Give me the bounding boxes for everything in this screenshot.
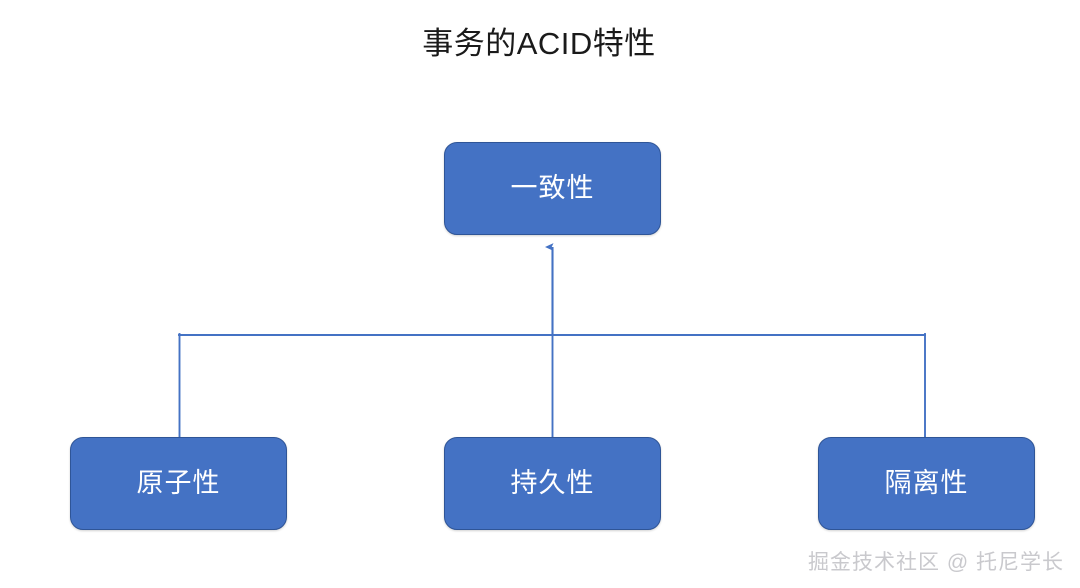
node-isolation-label: 隔离性 — [884, 468, 969, 498]
node-durability-label: 持久性 — [510, 468, 595, 498]
node-atomicity[interactable]: 原子性 — [70, 437, 287, 530]
node-atomicity-label: 原子性 — [136, 468, 221, 498]
page-title: 事务的ACID特性 — [0, 22, 1080, 66]
page-title-text: 事务的ACID特性 — [422, 26, 656, 61]
node-durability[interactable]: 持久性 — [444, 437, 661, 530]
watermark: 掘金技术社区 @ 托尼学长 — [808, 551, 1064, 574]
node-consistency[interactable]: 一致性 — [444, 142, 661, 235]
node-consistency-label: 一致性 — [510, 173, 595, 203]
node-isolation[interactable]: 隔离性 — [818, 437, 1035, 530]
